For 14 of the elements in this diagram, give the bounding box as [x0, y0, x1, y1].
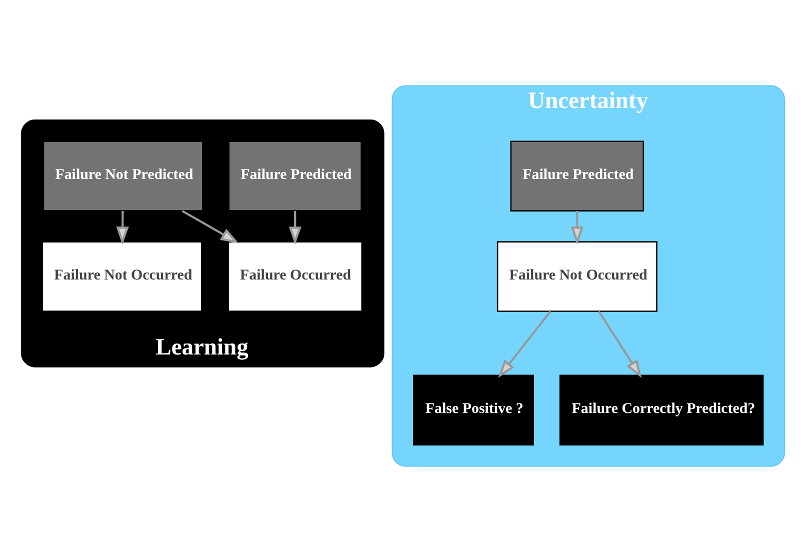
arrow [116, 210, 129, 244]
node-box: Failure Not Occurred [42, 240, 202, 312]
node-box: False Positive ? [413, 374, 534, 445]
node-box: Failure Predicted [228, 140, 362, 211]
arrow [598, 310, 642, 378]
arrow [288, 210, 302, 244]
arrow [182, 210, 239, 243]
node-box: Failure Not Predicted [42, 140, 204, 211]
arrow [498, 310, 552, 378]
node-box: Failure Occurred [228, 240, 362, 312]
arrow [570, 210, 584, 244]
node-box: Failure Correctly Predicted? [559, 374, 764, 445]
node-box: Failure Predicted [510, 140, 644, 211]
node-box: Failure Not Occurred [496, 240, 658, 312]
